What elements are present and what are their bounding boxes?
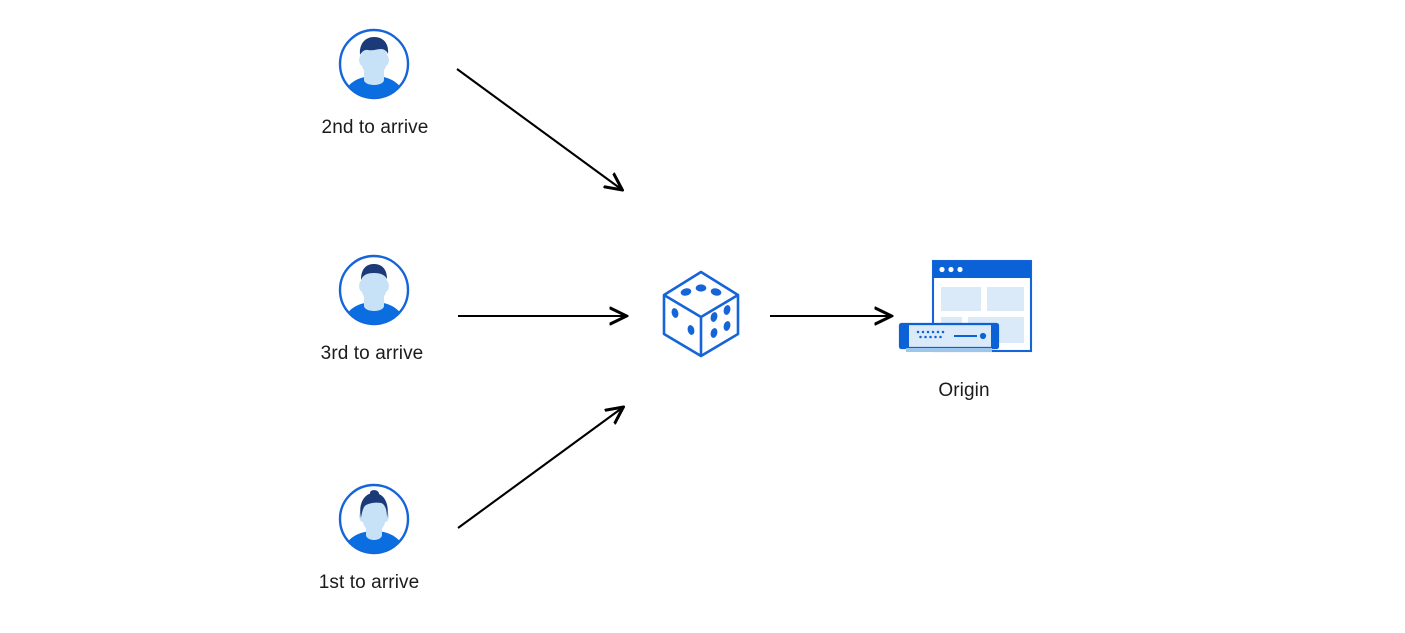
client-label-1st: 1st to arrive (318, 572, 420, 593)
user-avatar-icon (338, 28, 410, 100)
dice-icon (662, 270, 740, 358)
server-appliance-icon (898, 322, 1000, 352)
user-avatar-icon (338, 483, 410, 555)
origin-server-icon (898, 259, 1033, 353)
client-avatar-1st (337, 482, 411, 556)
origin-node (897, 258, 1037, 358)
user-avatar-icon (338, 254, 410, 326)
origin-label: Origin (938, 380, 990, 401)
client-label-3rd: 3rd to arrive (320, 343, 424, 364)
arrow-2nd-to-dice (456, 68, 621, 189)
arrow-1st-to-dice (457, 408, 622, 529)
client-avatar-3rd (337, 253, 411, 327)
client-avatar-2nd (337, 27, 411, 101)
dice-node (658, 268, 744, 360)
client-label-2nd: 2nd to arrive (321, 117, 429, 138)
